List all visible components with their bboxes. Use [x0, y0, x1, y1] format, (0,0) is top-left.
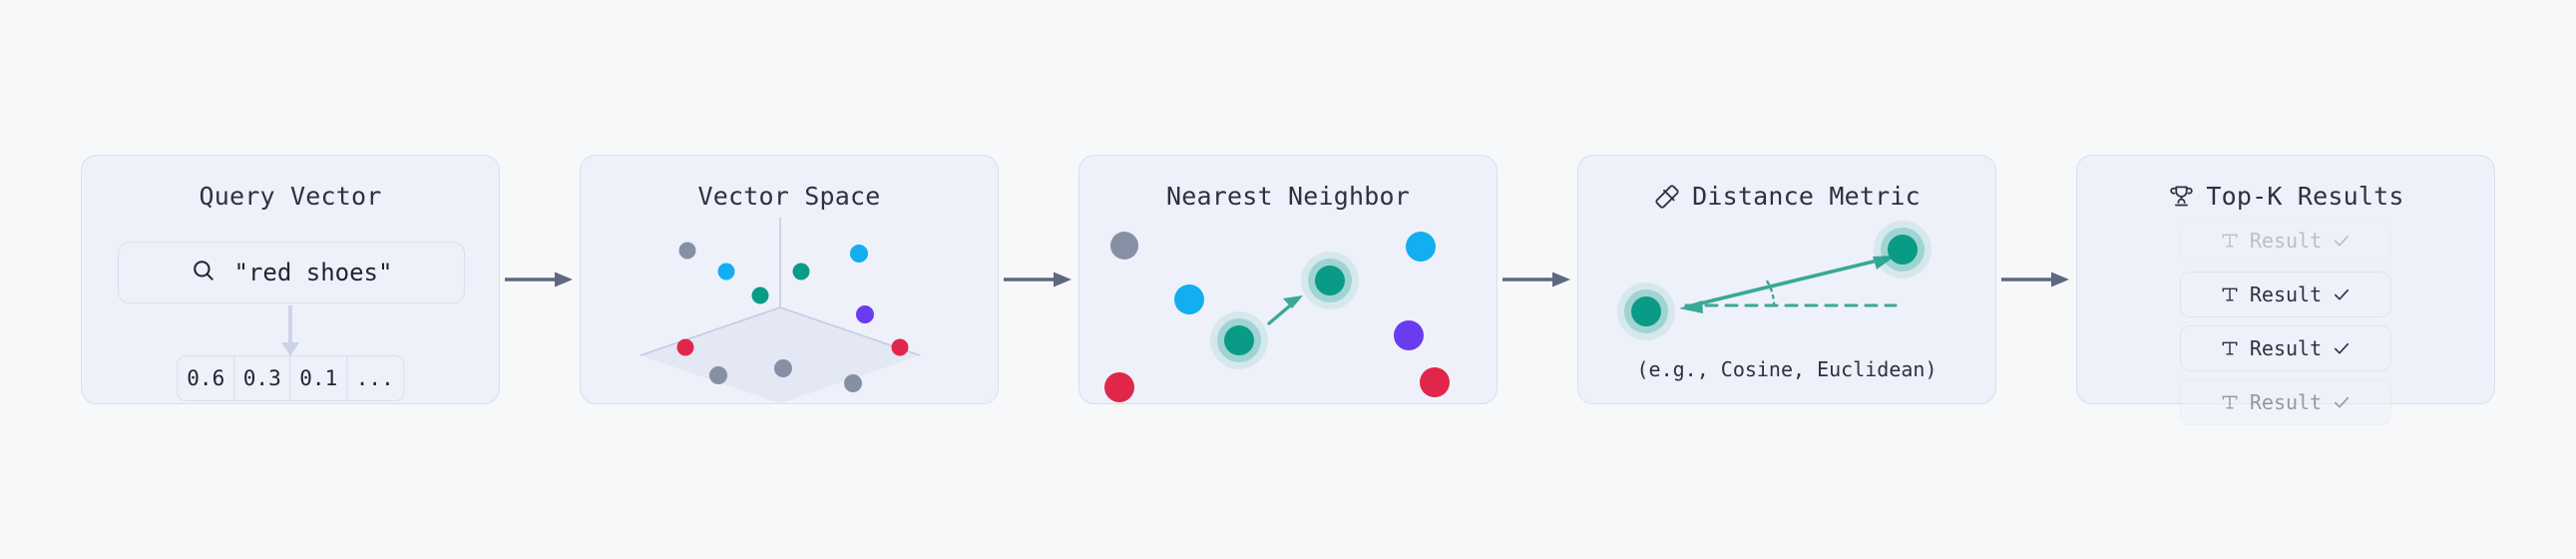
- panel-title-text: Nearest Neighbor: [1165, 182, 1411, 211]
- highlighted-point-left: [1617, 282, 1675, 340]
- result-row[interactable]: Result: [2180, 272, 2391, 317]
- data-point: [1174, 284, 1204, 314]
- text-icon: [2220, 338, 2240, 358]
- data-point: [1394, 320, 1424, 350]
- data-point: [774, 359, 792, 377]
- query-vector-cells: 0.6 0.3 0.1 ...: [177, 355, 404, 401]
- connector-4: [1996, 270, 2076, 289]
- search-input-value: "red shoes": [233, 259, 393, 286]
- panel-title-nearest-neighbor: Nearest Neighbor: [1079, 182, 1497, 211]
- vector-cell: 0.6: [177, 355, 235, 401]
- result-row[interactable]: Result: [2180, 325, 2391, 371]
- data-point: [856, 305, 874, 323]
- check-icon: [2332, 392, 2352, 412]
- panel-title-text: Query Vector: [199, 182, 382, 211]
- metric-note: (e.g., Cosine, Euclidean): [1636, 357, 1937, 381]
- text-icon: [2220, 231, 2240, 251]
- result-row[interactable]: Result: [2180, 379, 2391, 425]
- arrow-right-icon: [1004, 272, 1072, 287]
- panel-title-text: Distance Metric: [1692, 182, 1921, 211]
- arrow-right-icon: [1503, 272, 1570, 287]
- check-icon: [2332, 231, 2352, 251]
- vector-cell: 0.1: [289, 355, 348, 401]
- ground-plane: [641, 307, 920, 403]
- data-point: [891, 338, 909, 356]
- result-label: Result: [2249, 336, 2323, 360]
- result-label: Result: [2249, 282, 2323, 306]
- arrow-right-icon: [2001, 272, 2069, 287]
- data-point: [709, 366, 727, 384]
- panel-query-vector: Query Vector "red shoes" 0.6: [81, 155, 500, 404]
- ruler-icon: [1653, 183, 1681, 211]
- distance-metric-plot: [1617, 221, 1932, 340]
- plane-edge-left: [640, 306, 781, 356]
- data-point: [1420, 367, 1450, 397]
- panel-title-text: Vector Space: [697, 182, 881, 211]
- highlighted-point-right: [1874, 221, 1932, 279]
- result-label: Result: [2249, 229, 2323, 253]
- vector-space-plot: [640, 218, 921, 403]
- vector-cell: 0.3: [232, 355, 291, 401]
- search-icon: [191, 258, 216, 287]
- arrow-down-icon: [277, 305, 303, 357]
- double-headed-arrow: [1679, 256, 1896, 313]
- data-point: [1104, 372, 1134, 402]
- check-icon: [2332, 284, 2352, 304]
- text-icon: [2220, 392, 2240, 412]
- highlighted-point-query: [1210, 311, 1268, 369]
- data-point: [717, 263, 735, 280]
- data-point: [850, 245, 868, 263]
- connector-2: [999, 270, 1078, 289]
- result-row[interactable]: Result: [2180, 218, 2391, 264]
- highlighted-point-neighbor: [1301, 252, 1359, 309]
- search-input[interactable]: "red shoes": [118, 242, 465, 303]
- data-point: [676, 338, 694, 356]
- data-point: [678, 242, 696, 260]
- data-point: [1110, 232, 1138, 260]
- result-label: Result: [2249, 390, 2323, 414]
- panel-title-query-vector: Query Vector: [82, 182, 499, 211]
- vector-cell: ...: [345, 355, 404, 401]
- trophy-icon: [2167, 183, 2195, 211]
- connector-1: [500, 270, 580, 289]
- nearest-neighbor-plot: [1104, 232, 1450, 402]
- data-point: [844, 374, 862, 392]
- data-point: [792, 263, 810, 280]
- arrow-right-icon: [505, 272, 573, 287]
- panel-nearest-neighbor: Nearest Neighbor: [1078, 155, 1498, 404]
- results-list: Result: [2077, 218, 2494, 425]
- check-icon: [2332, 338, 2352, 358]
- panel-title-distance-metric: Distance Metric: [1578, 182, 1995, 211]
- panel-vector-space: Vector Space: [580, 155, 999, 404]
- panel-title-top-k-results: Top-K Results: [2077, 182, 2494, 211]
- arrow-up-right-icon: [1267, 295, 1303, 325]
- connector-3: [1498, 270, 1577, 289]
- data-point: [1406, 232, 1436, 262]
- data-point: [751, 286, 769, 304]
- panel-title-text: Top-K Results: [2206, 182, 2404, 211]
- dotted-angle-arc: [1764, 278, 1776, 307]
- panel-top-k-results: Top-K Results Result: [2076, 155, 2495, 425]
- panel-distance-metric: Distance Metric: [1577, 155, 1996, 404]
- text-icon: [2220, 284, 2240, 304]
- panel-title-vector-space: Vector Space: [581, 182, 998, 211]
